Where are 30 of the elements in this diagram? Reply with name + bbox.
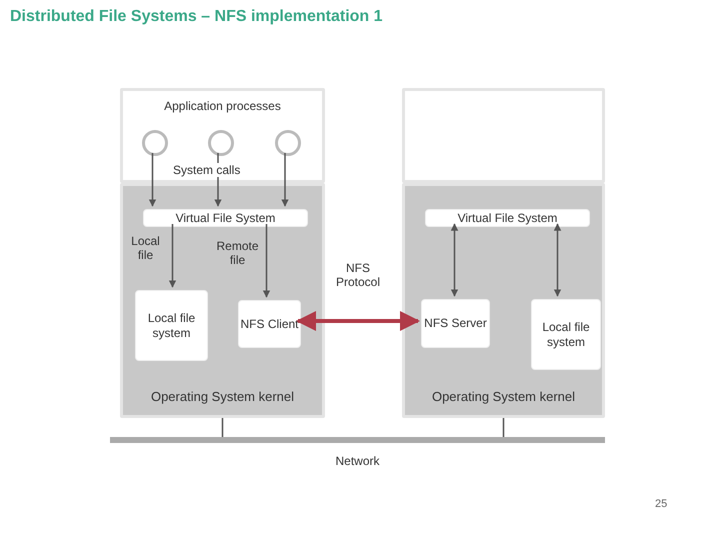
box-heading: Application processes xyxy=(163,99,282,114)
kernel-label: Operating System kernel xyxy=(150,388,296,405)
arrow xyxy=(296,311,420,331)
arrow xyxy=(450,223,458,297)
vfs-box: Virtual File System xyxy=(425,209,590,227)
process-circle xyxy=(208,130,234,156)
arrow xyxy=(554,223,562,297)
kernel-box xyxy=(402,183,605,418)
component-box: Local file system xyxy=(531,299,601,370)
component-box: NFS Server xyxy=(421,299,490,348)
page-number: 25 xyxy=(655,498,668,510)
arrow xyxy=(281,153,289,207)
arrow xyxy=(262,224,270,298)
connector-line xyxy=(502,418,504,437)
slide-title: Distributed File Systems – NFS implementation 1 xyxy=(10,8,383,26)
network-label: Network xyxy=(336,454,380,469)
component-box: Local file system xyxy=(135,290,208,361)
process-area-box xyxy=(402,88,605,183)
process-circle xyxy=(142,130,168,156)
arrow xyxy=(148,153,156,207)
process-area-box xyxy=(120,88,325,183)
kernel-box xyxy=(120,183,325,418)
vfs-box: Virtual File System xyxy=(143,209,308,227)
arrow xyxy=(168,224,176,288)
kernel-label: Operating System kernel xyxy=(430,388,576,405)
process-circle xyxy=(275,130,301,156)
connector-line xyxy=(222,418,224,437)
component-box: NFS Client xyxy=(238,300,301,348)
edge-label: NFS Protocol xyxy=(335,261,381,289)
edge-label: Remote file xyxy=(214,238,260,266)
